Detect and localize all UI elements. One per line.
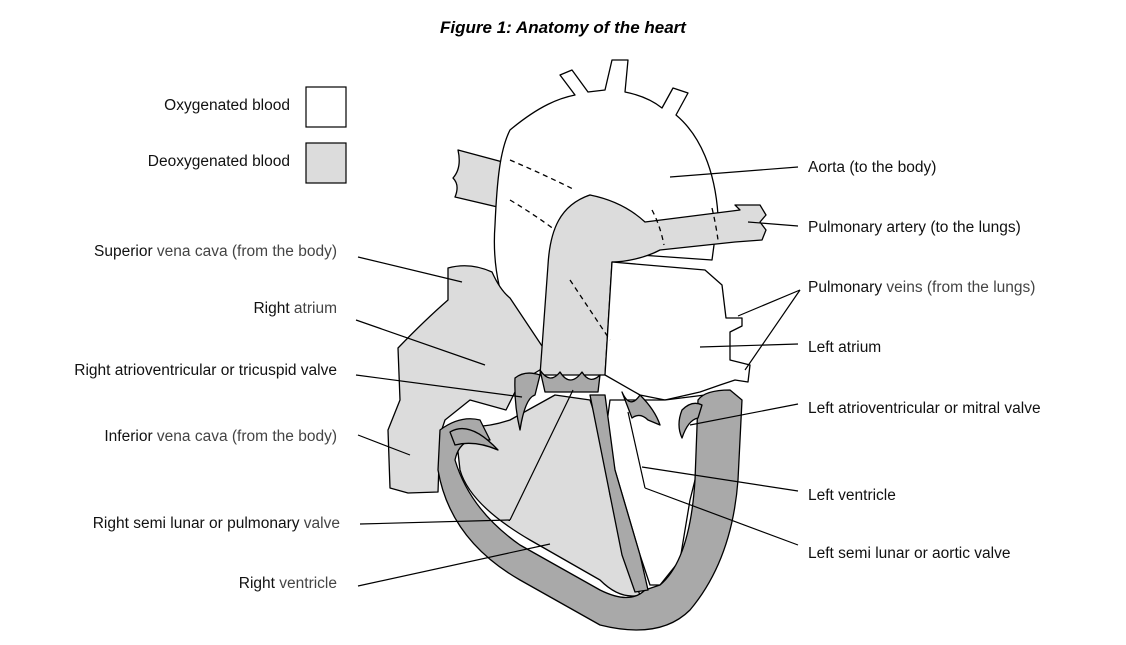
label-pulmonary-artery: Pulmonary artery (to the lungs) xyxy=(808,219,1021,236)
leader-superior-vena-cava xyxy=(358,257,462,282)
heart-illustration xyxy=(388,60,766,630)
label-right-ventricle: Right ventricle xyxy=(239,575,337,592)
label-aorta: Aorta (to the body) xyxy=(808,159,936,176)
label-aortic-valve: Left semi lunar or aortic valve xyxy=(808,545,1010,562)
label-inferior-vena-cava: Inferior vena cava (from the body) xyxy=(104,428,337,445)
label-left-ventricle: Left ventricle xyxy=(808,487,896,504)
label-left-atrium: Left atrium xyxy=(808,339,881,356)
label-pulmonary-veins: Pulmonary veins (from the lungs) xyxy=(808,279,1035,296)
label-mitral-valve: Left atrioventricular or mitral valve xyxy=(808,400,1041,417)
label-superior-vena-cava: Superior vena cava (from the body) xyxy=(94,243,337,260)
legend-swatch-deoxygenated xyxy=(306,143,346,183)
legend-label-oxygenated: Oxygenated blood xyxy=(164,97,290,114)
legend-label-deoxygenated: Deoxygenated blood xyxy=(148,153,290,170)
label-pulmonary-valve: Right semi lunar or pulmonary valve xyxy=(93,515,340,532)
label-tricuspid-valve: Right atrioventricular or tricuspid valv… xyxy=(74,362,337,379)
label-right-atrium: Right atrium xyxy=(253,300,337,317)
left-atrium xyxy=(605,262,750,400)
legend-swatch-oxygenated xyxy=(306,87,346,127)
legend: Oxygenated blood Deoxygenated blood xyxy=(148,87,346,183)
